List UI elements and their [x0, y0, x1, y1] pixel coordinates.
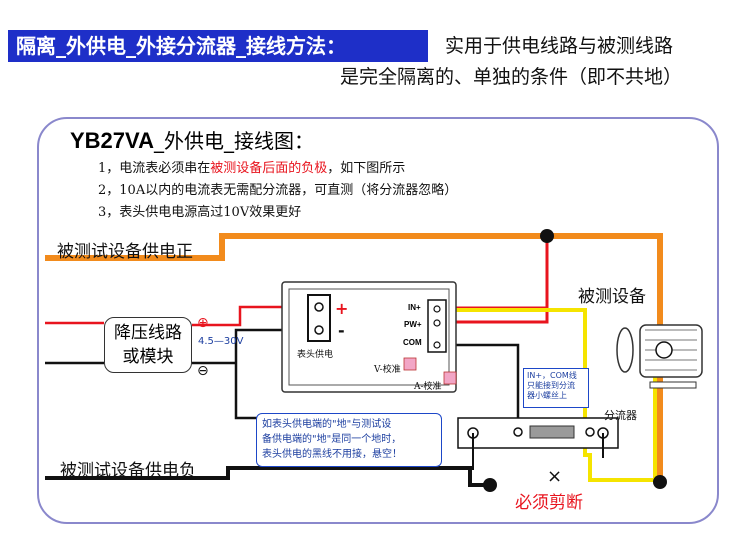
- label-in-plus: IN+: [408, 303, 421, 312]
- label-supply-negative: 被测试设备供电负: [60, 461, 196, 481]
- converter-box: 降压线路 或模块: [104, 317, 192, 373]
- plus-mark: +: [335, 299, 348, 318]
- wire-conv-red-out: [192, 305, 318, 327]
- callout-ground-line-1: 如表头供电端的"地"与测试设: [262, 419, 392, 430]
- wire-red-pw: [430, 236, 549, 324]
- note-1-prefix: 1，电流表必须串在: [98, 161, 211, 176]
- callout-com-line-3: 器小螺丝上: [527, 391, 567, 400]
- converter-minus-symbol: ⊖: [197, 363, 209, 379]
- callout-com: IN+，COM线 只能接到分流 器小螺丝上: [523, 368, 589, 408]
- label-device: 被测设备: [578, 287, 646, 307]
- converter-plus-symbol: ⊕: [197, 315, 209, 331]
- note-1-highlight: 被测设备后面的负极: [210, 161, 328, 176]
- converter-line-2: 或模块: [122, 347, 174, 367]
- label-must-cut: 必须剪断: [515, 493, 583, 513]
- device-motor: [616, 324, 703, 389]
- label-supply-positive: 被测试设备供电正: [57, 242, 193, 262]
- label-voltage-range: 4.5—30V: [198, 336, 244, 347]
- callout-ground-line-3: 表头供电的黑线不用接，悬空！: [262, 449, 402, 460]
- note-3: 3，表头供电电源高过10V效果更好: [98, 205, 302, 220]
- label-com: COM: [403, 338, 422, 347]
- converter-line-1: 降压线路: [114, 323, 182, 343]
- junction-negative: [483, 478, 497, 492]
- minus-mark: -: [338, 321, 345, 340]
- subtitle-line-2: 是完全隔离的、单独的条件（即不共地）: [340, 66, 683, 88]
- meter-panel-inner: [288, 288, 450, 386]
- callout-ground-line-2: 备供电端的"地"是同一个地时，: [262, 434, 402, 445]
- callout-ground: 如表头供电端的"地"与测试设 备供电端的"地"是同一个地时， 表头供电的黑线不用…: [256, 413, 442, 467]
- subtitle-line-1: 实用于供电线路与被测线路: [445, 35, 674, 57]
- label-pw-plus: PW+: [404, 320, 422, 329]
- diagram-title: YB27VA_外供电_接线图：: [70, 125, 314, 154]
- callout-com-line-1: IN+，COM线: [527, 371, 577, 380]
- label-a-calibration: A-校准: [414, 382, 442, 392]
- note-2: 2，10A以内的电流表无需配分流器，可直测（将分流器忽略）: [98, 183, 458, 198]
- junction-positive: [540, 229, 554, 243]
- shunt-bar: [529, 425, 575, 439]
- label-v-calibration: V-校准: [374, 365, 401, 375]
- wire-com: [430, 343, 520, 432]
- junction-yellow: [653, 475, 667, 489]
- v-calibration-pot: [403, 357, 417, 371]
- cut-mark: ×: [547, 466, 563, 487]
- callout-com-line-2: 只能接到分流: [527, 381, 575, 390]
- a-calibration-pot: [443, 371, 457, 385]
- wire-supply-positive: [45, 233, 663, 480]
- label-shunt: 分流器: [604, 409, 637, 422]
- diagram-frame: [37, 117, 719, 524]
- note-1-suffix: ，如下图所示: [327, 161, 406, 176]
- note-1: 1，电流表必须串在被测设备后面的负极，如下图所示: [98, 157, 405, 176]
- label-meter-supply: 表头供电: [297, 350, 334, 360]
- diagram-title-rest: _外供电_接线图：: [153, 129, 314, 153]
- wire-supply-negative: [45, 466, 490, 487]
- diagram-title-model: YB27VA: [70, 128, 154, 153]
- meter-supply-terminal: [307, 294, 331, 342]
- page-title: 隔离_外供电_外接分流器_接线方法：: [8, 30, 428, 62]
